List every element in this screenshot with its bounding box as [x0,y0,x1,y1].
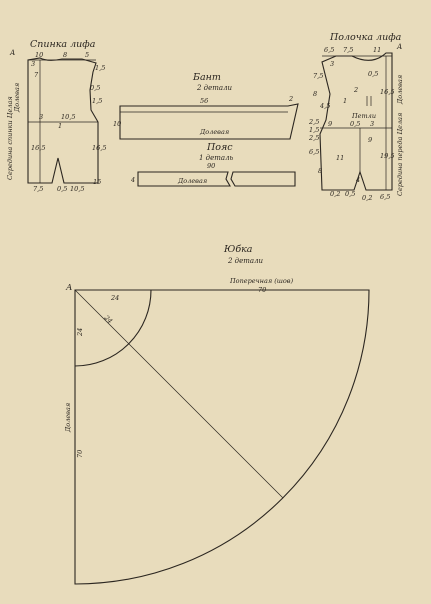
belt-width: 4 [130,176,135,184]
back-bodice-piece: Спинка лифа А 10 8 5 1,5 7 3 0,5 1,5 10,… [6,39,106,193]
bow-length: 56 [200,97,208,105]
bow-subtitle: 2 детали [196,84,233,92]
back-measure-3: 3 [31,60,35,68]
front-measure-11: 11 [336,154,344,162]
back-measure-0-5b: 0,5 [57,185,67,193]
skirt-piece: Юбка 2 детали Поперечная (шов) 70 А 24 2… [64,244,370,585]
back-measure-3b: 3 [39,113,43,121]
front-measure-0-5b: 0,5 [350,120,360,128]
back-measure-7: 7 [34,71,39,79]
skirt-waist-radius-top: 24 [110,294,119,302]
belt-grain-label: Долевая [177,177,207,185]
front-measure-0-2b: 0,2 [362,194,372,202]
back-measure-5: 5 [85,51,89,59]
belt-piece: Пояс 1 деталь 90 4 Долевая [130,142,296,187]
front-measure-4: 4 [355,176,360,184]
front-measure-2: 2 [353,86,358,94]
back-measure-16-5: 16,5 [31,144,45,152]
front-loops-label: Петли [351,112,376,120]
bow-grain-label: Долевая [199,128,229,136]
skirt-subtitle: 2 детали [227,257,264,265]
front-measure-8b: 8 [318,167,322,175]
back-measure-0-5: 0,5 [90,84,100,92]
front-measure-9b: 9 [368,136,372,144]
front-bodice-corner: А [396,43,402,51]
front-measure-4-5: 4,5 [319,102,330,110]
front-measure-6-5: 6,5 [324,46,334,54]
front-measure-8: 8 [313,90,317,98]
back-fold-label: Долевая [13,83,21,113]
back-measure-1: 1 [58,122,62,130]
bow-outline [119,103,299,140]
back-measure-10: 10 [35,51,43,59]
skirt-waist-radius-diag: 24 [102,313,114,325]
front-side-label: Середина переда Целая [396,113,404,196]
front-fold-label: Долевая [396,75,404,105]
front-measure-7-5b: 7,5 [313,72,323,80]
front-measure-11: 11 [373,46,381,54]
back-measure-1-5b: 1,5 [92,97,102,105]
back-bodice-outline [27,57,99,184]
bow-width: 10 [113,120,121,128]
front-measure-3b: 3 [370,120,374,128]
back-measure-8: 8 [63,51,67,59]
bow-piece: Бант 2 детали 56 10 2 Долевая [113,72,299,140]
skirt-side-grain-label: Долевая [64,403,72,433]
front-measure-2-5: 2,5 [308,118,319,126]
back-measure-10-5b: 10,5 [70,185,84,193]
back-measure-1-5: 1,5 [95,64,105,72]
belt-length: 90 [207,162,215,170]
front-measure-9: 9 [328,120,332,128]
front-measure-0-5: 0,5 [368,70,378,78]
back-measure-15: 15 [93,178,101,186]
back-side-label: Середина спинки Целая [6,96,14,180]
front-measure-1: 1 [343,97,347,105]
skirt-title: Юбка [223,244,253,255]
back-bodice-title: Спинка лифа [30,39,96,50]
front-measure-1-5: 1,5 [309,126,319,134]
skirt-diagonal [74,289,284,499]
back-measure-7-5: 7,5 [33,185,43,193]
skirt-top-edge-label: Поперечная (шов) [229,277,294,285]
back-measure-10-5: 10,5 [61,113,75,121]
belt-right-section [230,171,296,187]
front-bodice-title: Полочка лифа [329,32,402,43]
front-measure-6-5c: 6,5 [380,193,390,201]
back-measure-16-5b: 16,5 [92,144,106,152]
bow-end-offset: 2 [288,95,293,103]
front-measure-7-5: 7,5 [343,46,353,54]
belt-title: Пояс [206,142,233,153]
front-measure-6-5b: 6,5 [309,148,319,156]
front-measure-2-5b: 2,5 [308,134,319,142]
front-measure-19-5: 19,5 [380,152,394,160]
front-measure-0-5c: 0,5 [345,190,355,198]
front-bodice-piece: Полочка лифа А Петли 6,5 7,5 11 3 0,5 7,… [308,32,404,202]
belt-left-section [137,171,231,187]
skirt-waist-radius-side: 24 [76,328,84,337]
belt-subtitle: 1 деталь [199,154,234,162]
front-measure-0-2: 0,2 [330,190,340,198]
front-measure-3: 3 [330,60,334,68]
bow-title: Бант [192,72,221,83]
skirt-side-length: 70 [76,450,84,458]
skirt-corner: А [65,283,72,293]
back-bodice-corner: А [9,49,15,57]
front-measure-16-5: 16,5 [380,88,394,96]
